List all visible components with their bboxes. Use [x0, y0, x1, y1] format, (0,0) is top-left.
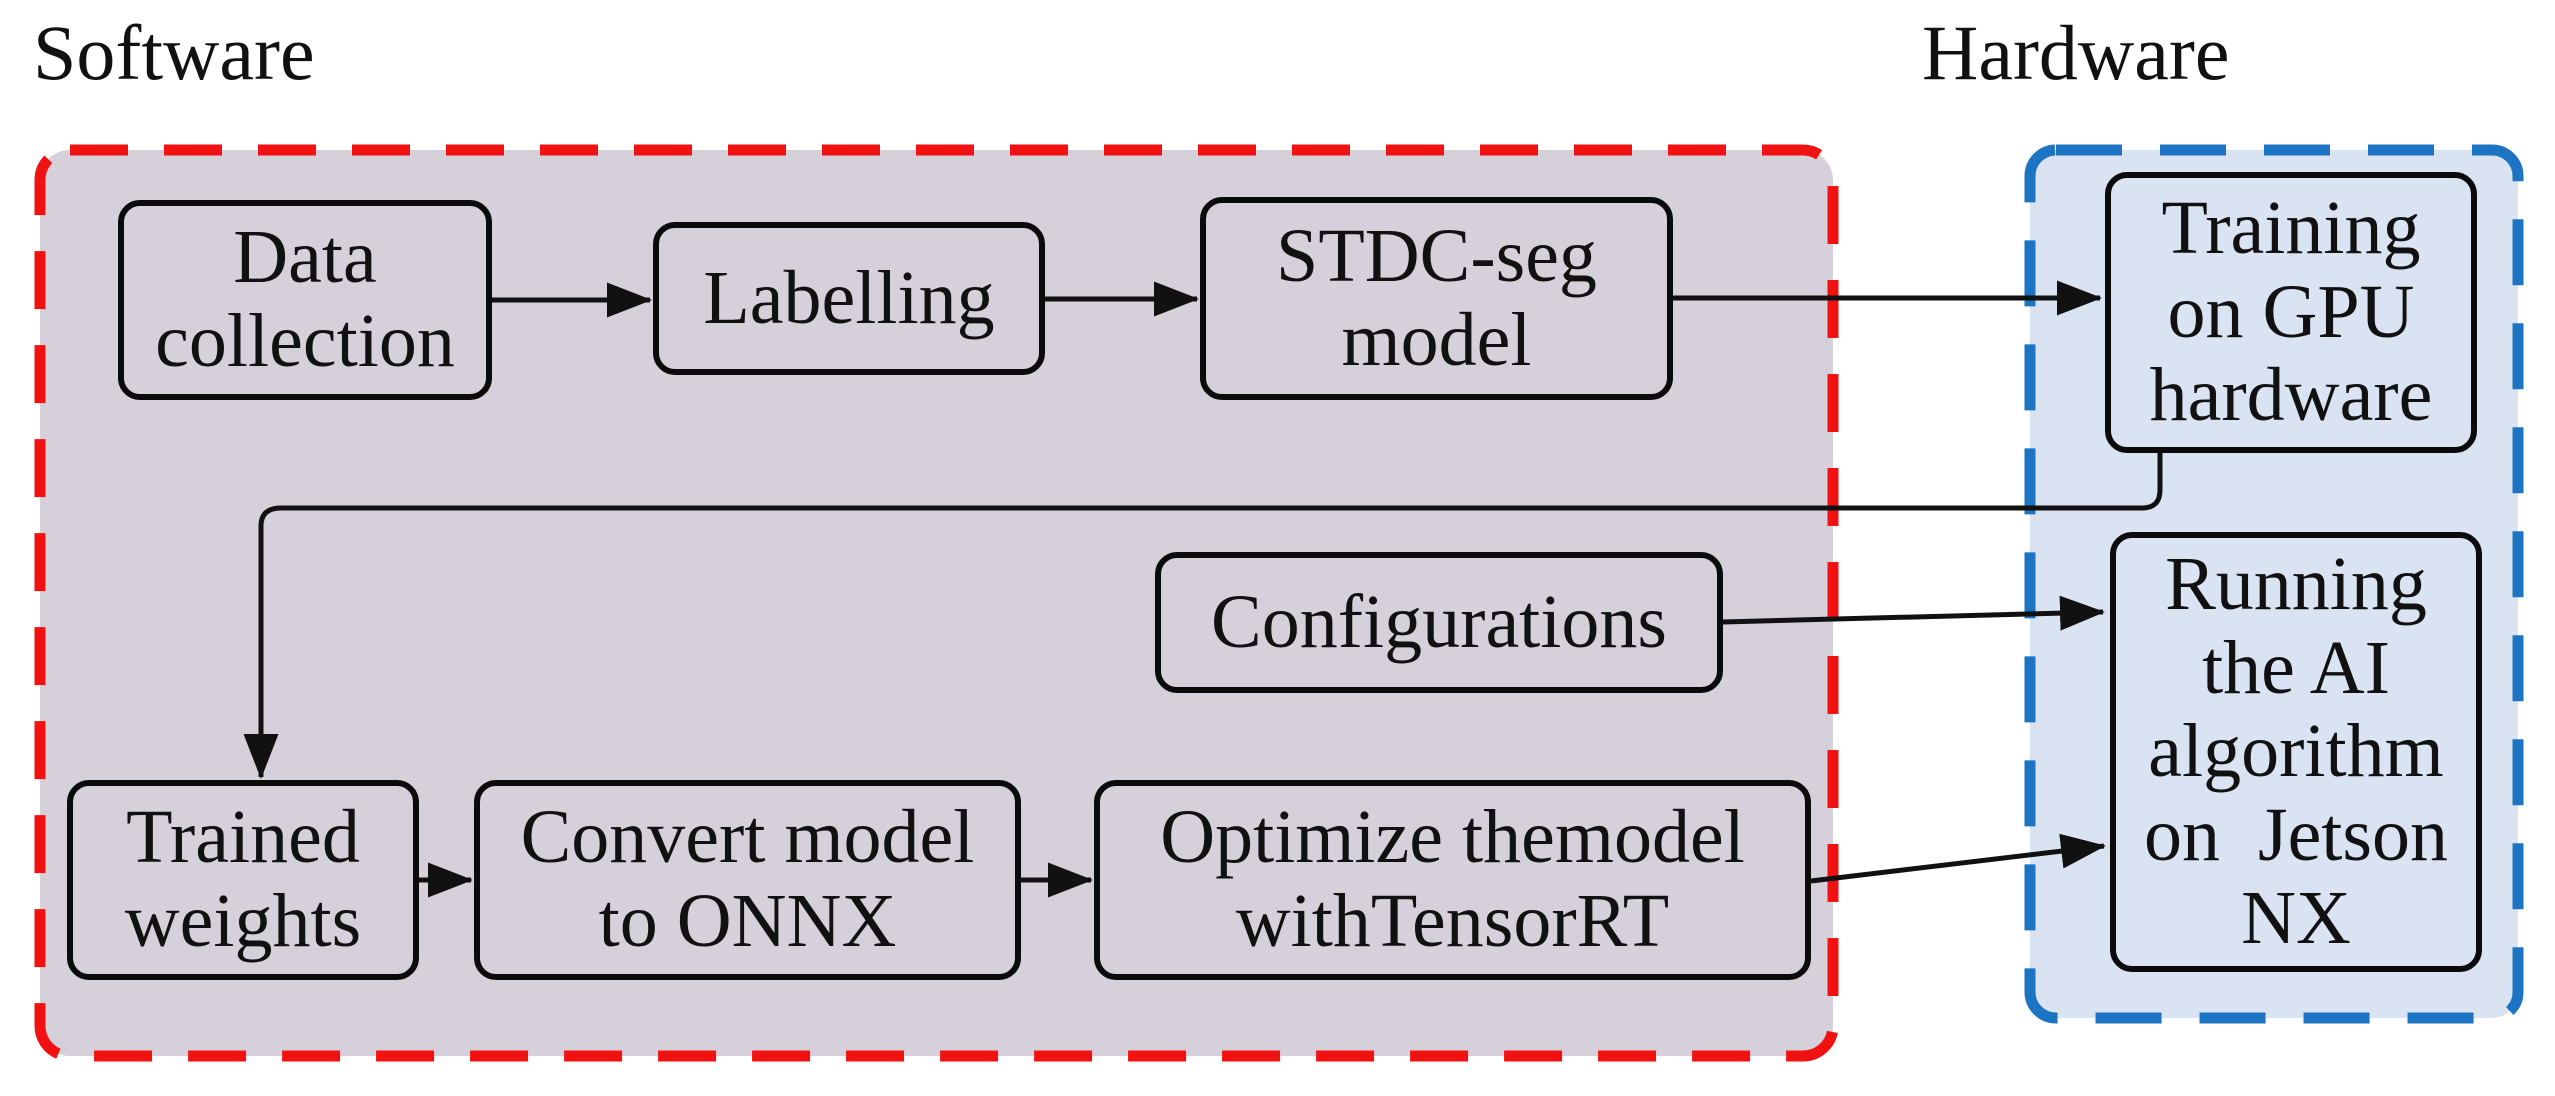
edge-configurations-to-running-jetson	[1722, 595, 2105, 631]
node-configurations: Configurations	[1155, 552, 1723, 693]
node-running-ai-on-jetson-nx: Running the AI algorithm on Jetson NX	[2110, 532, 2482, 972]
software-region-title: Software	[33, 9, 315, 96]
edge-optimize-trt-to-running-jetson	[1810, 833, 2106, 884]
node-convert-model-to-onnx: Convert model to ONNX	[474, 780, 1021, 980]
node-training-on-gpu: Training on GPU hardware	[2105, 172, 2477, 453]
node-trained-weights: Trained weights	[67, 780, 419, 980]
node-data-collection: Data collection	[118, 200, 492, 400]
node-labelling: Labelling	[653, 222, 1045, 375]
node-optimize-model-tensorrt: Optimize themodel withTensorRT	[1094, 780, 1811, 980]
hardware-region-title: Hardware	[1922, 9, 2230, 96]
edge-training-gpu-to-trained-weights	[243, 453, 2163, 779]
node-stdc-seg-model: STDC-seg model	[1200, 197, 1673, 400]
